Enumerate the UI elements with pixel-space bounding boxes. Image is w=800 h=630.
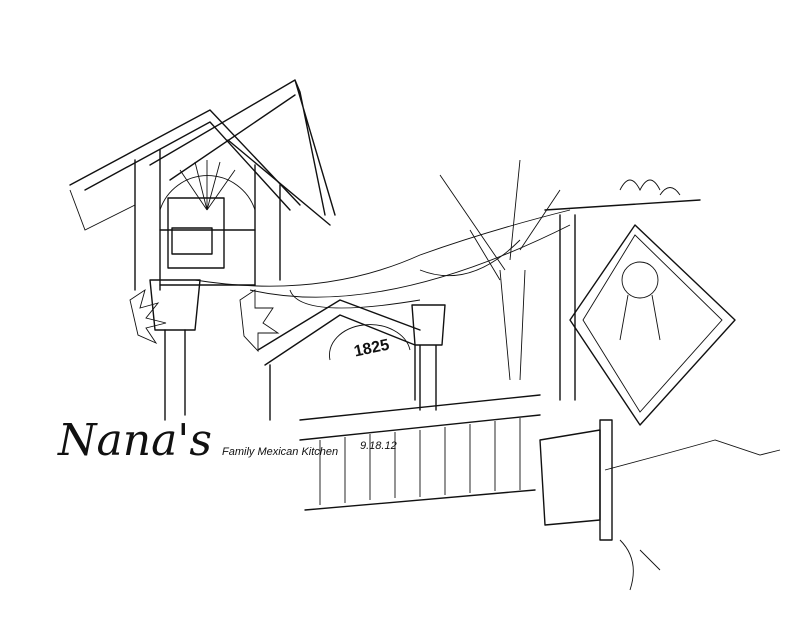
hanging-sign: [544, 179, 736, 426]
hill-line: [604, 439, 781, 471]
small-building: [257, 299, 421, 421]
sketch-date: 9.18.12: [360, 440, 397, 452]
house-roof: [149, 79, 336, 226]
sketch-subtitle: Family Mexican Kitchen: [222, 446, 339, 458]
gable-tower: [69, 109, 301, 291]
foliage: [619, 539, 661, 591]
lamp-post-left: [129, 279, 280, 421]
sketch-title: Nana's: [58, 415, 212, 466]
lamp-post-center: [411, 304, 446, 411]
fence: [299, 394, 613, 541]
tree: [439, 159, 561, 381]
gable-corner: [69, 189, 136, 231]
